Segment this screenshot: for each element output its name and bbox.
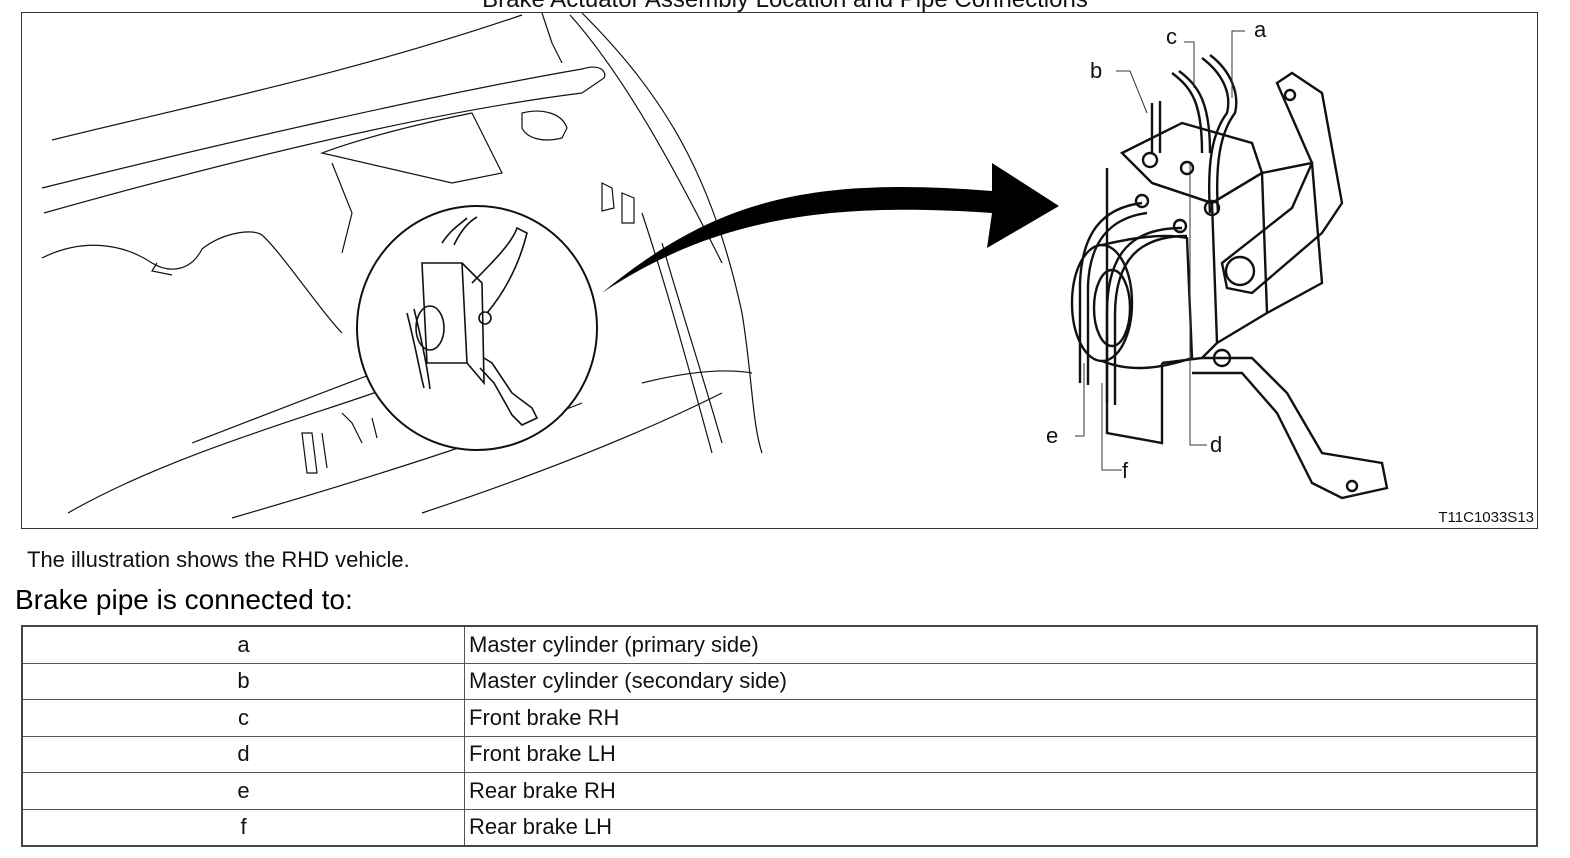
port-cell: c	[21, 699, 465, 737]
destination-cell: Rear brake RH	[464, 772, 1538, 810]
table-row: a Master cylinder (primary side)	[21, 625, 1538, 664]
table-row: f Rear brake LH	[21, 808, 1538, 847]
table-row: e Rear brake RH	[21, 772, 1538, 810]
destination-cell: Front brake RH	[464, 699, 1538, 737]
destination-cell: Rear brake LH	[464, 808, 1538, 847]
callout-b: b	[1090, 58, 1103, 83]
pipe-connection-table: a Master cylinder (primary side) b Maste…	[21, 625, 1538, 847]
destination-cell: Master cylinder (secondary side)	[464, 662, 1538, 700]
callout-f: f	[1122, 458, 1129, 483]
table-row: c Front brake RH	[21, 699, 1538, 737]
section-title: Brake pipe is connected to:	[15, 584, 353, 615]
port-cell: f	[21, 808, 465, 847]
pointer-arrow	[602, 163, 1059, 293]
callout-e: e	[1046, 423, 1059, 448]
magnified-actuator	[406, 216, 539, 426]
table-row: d Front brake LH	[21, 735, 1538, 773]
port-cell: b	[21, 662, 465, 700]
table-row: b Master cylinder (secondary side)	[21, 662, 1538, 700]
callout-a: a	[1254, 17, 1267, 42]
port-cell: d	[21, 735, 465, 773]
destination-cell: Master cylinder (primary side)	[464, 625, 1538, 664]
cut-off-title: Brake Actuator Assembly Location and Pip…	[0, 0, 1570, 14]
destination-cell: Front brake LH	[464, 735, 1538, 773]
magnifier-circle	[356, 205, 598, 451]
engine-compartment-lines	[41, 13, 763, 519]
port-cell: a	[21, 625, 465, 664]
figure-caption: The illustration shows the RHD vehicle.	[27, 547, 410, 572]
callout-leader-lines	[1075, 30, 1245, 471]
illustration-frame: a b c d e f T11C1033S13	[21, 12, 1538, 529]
illustration-drawing	[41, 13, 1389, 519]
callout-c: c	[1166, 24, 1177, 49]
figure-code: T11C1033S13	[1438, 509, 1534, 526]
actuator-assembly	[1070, 54, 1389, 500]
callout-d: d	[1210, 432, 1223, 457]
port-cell: e	[21, 772, 465, 810]
